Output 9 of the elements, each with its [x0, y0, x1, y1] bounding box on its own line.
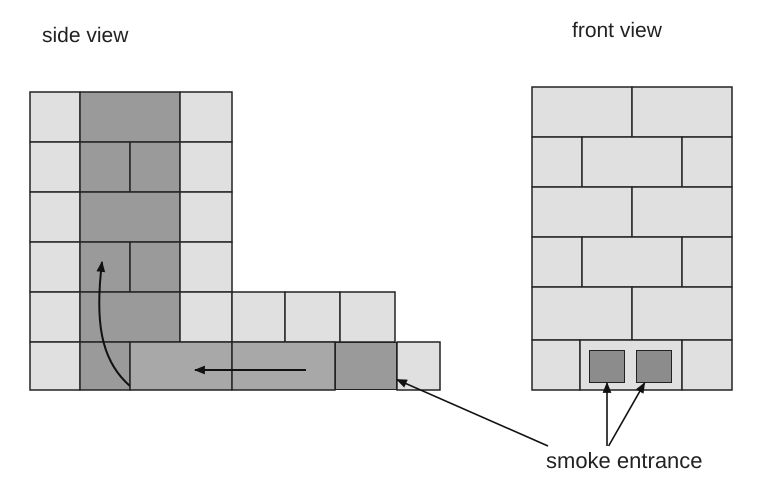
leader-line — [602, 382, 612, 446]
view-title: front view — [572, 20, 662, 41]
callout-text: smoke entrance — [546, 450, 703, 472]
view-title: side view — [42, 25, 128, 46]
smoke-opening — [636, 350, 672, 383]
smoke-opening — [589, 350, 625, 383]
smoke-opening — [335, 342, 397, 390]
leader-line — [608, 382, 646, 446]
leader-line — [396, 378, 548, 447]
